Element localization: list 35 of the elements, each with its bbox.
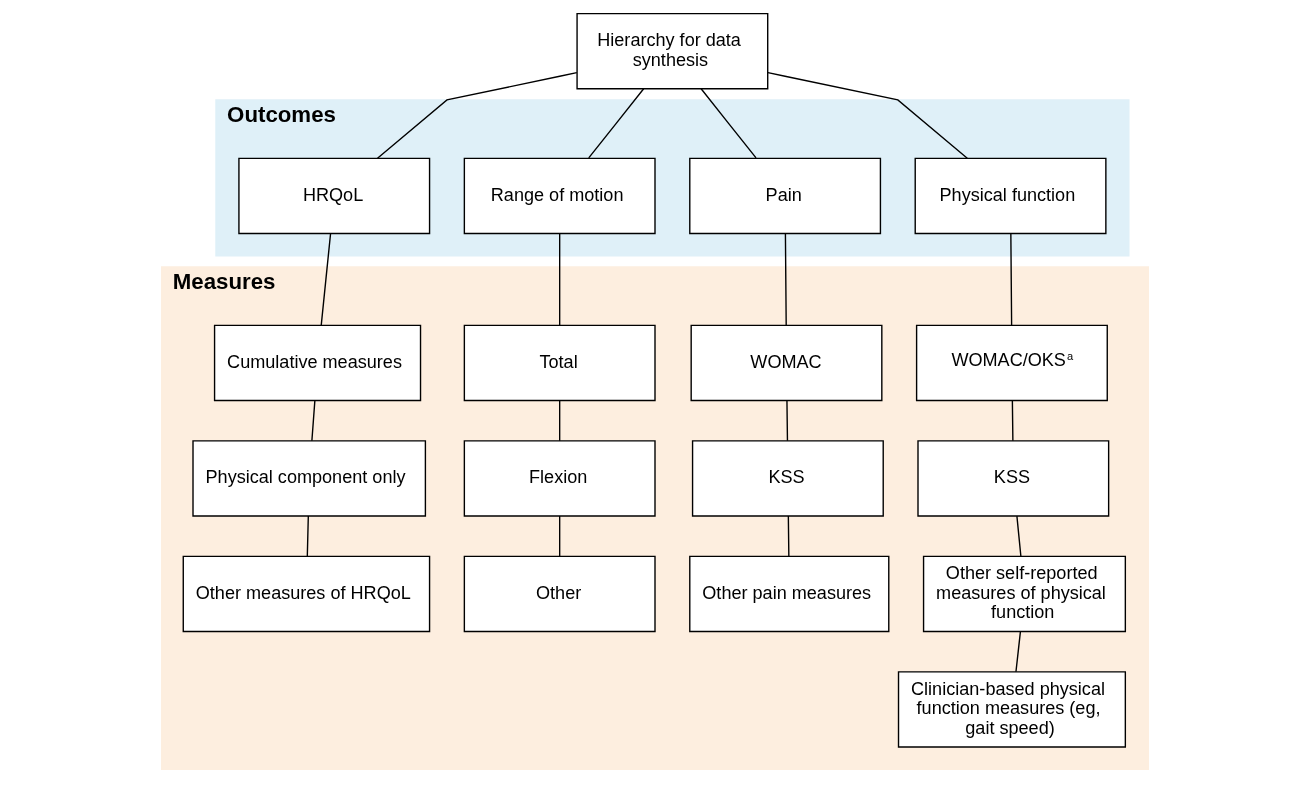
- connector: [1011, 399, 1014, 442]
- node-box: Flexion: [463, 440, 656, 517]
- connector: [587, 88, 644, 159]
- node-box: Clinician-based physical function measures (eg, gait speed): [897, 671, 1126, 748]
- node-box: Range of motion: [463, 157, 656, 235]
- node-box: Other self-reported measures of physical function: [922, 555, 1126, 633]
- connector: [787, 515, 790, 557]
- connector: [558, 233, 560, 326]
- node-box: Total: [463, 324, 656, 402]
- node-box: Pain: [688, 157, 881, 235]
- connector: [1009, 233, 1012, 326]
- connector: [1014, 630, 1021, 673]
- connector: [376, 71, 577, 159]
- node-box: Physical component only: [191, 440, 426, 517]
- connector: [558, 399, 560, 442]
- connector: [310, 399, 316, 442]
- connector: [306, 515, 309, 557]
- node-box: Hierarchy for data synthesis: [575, 12, 768, 90]
- node-box: Other measures of HRQoL: [182, 555, 430, 633]
- connector: [784, 233, 787, 326]
- node-box: KSS: [916, 440, 1109, 517]
- node-box: Cumulative measures: [213, 324, 421, 402]
- connector: [558, 515, 560, 557]
- node-box: HRQoL: [237, 157, 430, 235]
- node-box: WOMAC/OKS$^{a}$: [915, 324, 1108, 402]
- connector: [766, 71, 968, 159]
- connector: [785, 399, 788, 442]
- connector: [1015, 515, 1022, 557]
- connector: [320, 233, 331, 326]
- node-box: Other: [463, 555, 656, 633]
- node-box: KSS: [691, 440, 884, 517]
- node-box: Physical function: [914, 157, 1107, 235]
- node-box: WOMAC: [690, 324, 882, 402]
- connector: [699, 88, 757, 159]
- node-box: Other pain measures: [688, 555, 889, 633]
